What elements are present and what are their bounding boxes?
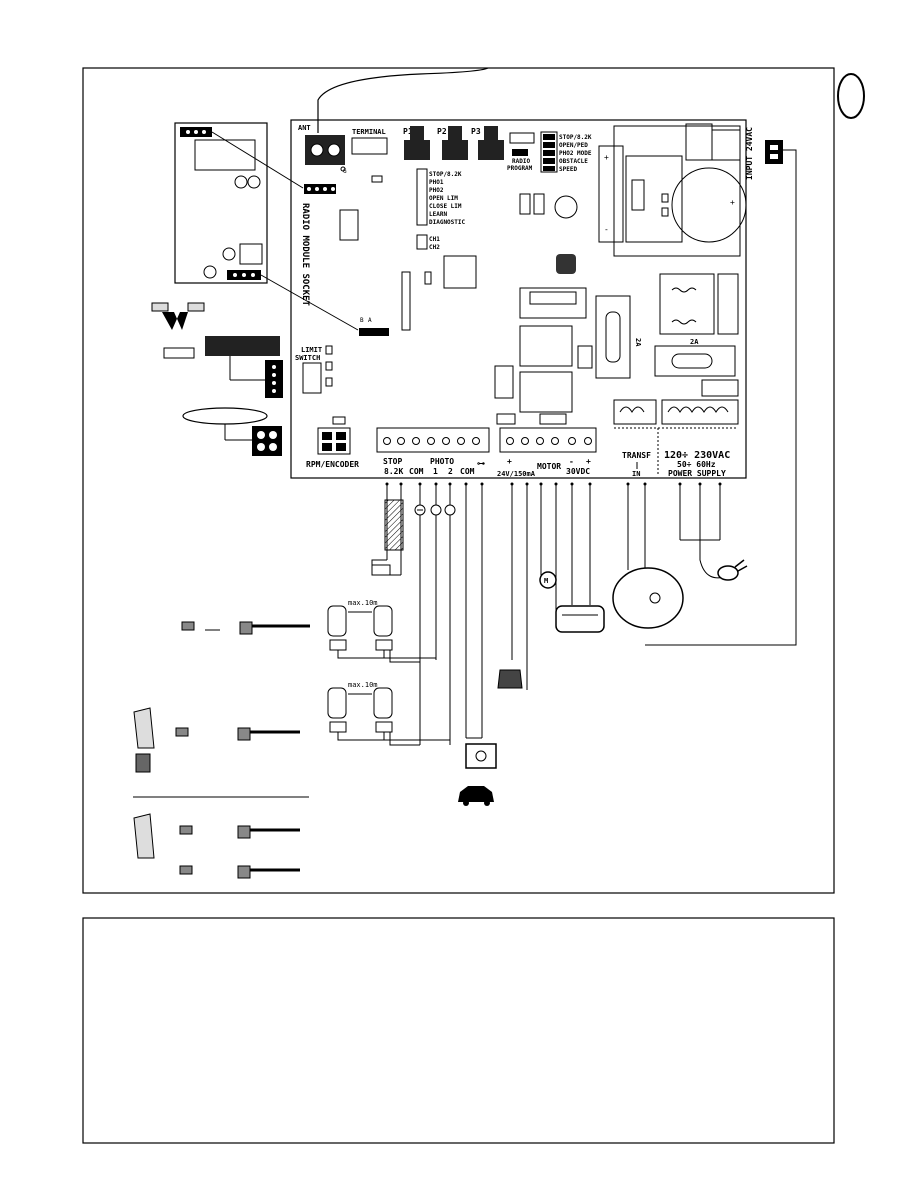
- dip-switch-bank: STOP/8.2K OPEN/PED PHO2 MODE OBSTACLE SP…: [540, 131, 592, 173]
- key-selector-icon: [465, 743, 497, 769]
- power-supply-label: POWER SUPPLY: [668, 469, 726, 478]
- button-p2: P2: [437, 126, 468, 160]
- safety-edge: [384, 499, 404, 551]
- power-plug-icon: [717, 565, 739, 581]
- svg-text:STOP/8.2K: STOP/8.2K: [429, 171, 462, 178]
- rpm-encoder-label: RPM/ENCODER: [306, 460, 359, 469]
- input-24vac-label: INPUT 24VAC: [745, 127, 754, 180]
- photo2-label: 2: [448, 467, 453, 476]
- svg-text:LEARN: LEARN: [429, 211, 447, 218]
- button-p3: P3: [471, 126, 504, 160]
- com2-label: COM: [460, 467, 475, 476]
- flashing-lamp-icon: [497, 669, 523, 689]
- transf-label: TRANSF: [622, 451, 651, 460]
- photocell-pair-2: max.10m: [327, 681, 450, 746]
- input-24vac-connector: [765, 140, 783, 164]
- svg-text:M: M: [544, 577, 548, 585]
- svg-text:+: +: [586, 457, 591, 466]
- voltage-label: 120÷ 230VAC: [664, 450, 730, 461]
- svg-text:CLOSE LIM: CLOSE LIM: [429, 203, 462, 210]
- svg-text:+: +: [604, 153, 609, 162]
- terminal-block: [351, 137, 388, 155]
- terminal-label: TERMINAL: [352, 128, 386, 136]
- transformer-icon: [612, 567, 684, 629]
- svg-text:PHO1: PHO1: [429, 179, 444, 186]
- svg-text:+: +: [507, 457, 512, 466]
- lamp-label: 24V/150mA: [497, 470, 536, 478]
- svg-text:-: -: [604, 225, 609, 234]
- svg-text:2A: 2A: [690, 338, 699, 346]
- car-icon: [458, 786, 494, 802]
- motor-icon: [539, 571, 557, 589]
- radio-module-socket-label: RADIO MODULE SOCKET: [300, 203, 310, 307]
- svg-text:P3: P3: [471, 127, 481, 136]
- svg-text:G: G: [343, 168, 347, 175]
- svg-text:PHO2: PHO2: [429, 187, 444, 194]
- jumper-diagram-1: [181, 621, 310, 635]
- frequency-label: 50÷ 60Hz: [677, 460, 716, 469]
- limit-switch-accessory: [151, 302, 283, 398]
- capacitor: [671, 167, 747, 243]
- rpm-encoder-connector: [317, 427, 351, 455]
- svg-text:max.10m: max.10m: [348, 681, 378, 689]
- svg-text:OPEN/PED: OPEN/PED: [559, 142, 588, 149]
- jumper-diagram-3: [179, 825, 300, 879]
- svg-text:CH2: CH2: [429, 244, 440, 251]
- svg-text:2A: 2A: [634, 338, 642, 347]
- svg-text:OPEN LIM: OPEN LIM: [429, 195, 458, 202]
- stop-photo-terminal-block: [376, 427, 490, 453]
- svg-text:P1: P1: [403, 127, 413, 136]
- antenna-wire: [317, 67, 489, 133]
- encoder-module: [555, 605, 605, 633]
- radio-receiver-card: [174, 122, 268, 284]
- svg-text:PHO2 MODE: PHO2 MODE: [559, 150, 592, 157]
- control-board: [290, 119, 747, 479]
- svg-text:STOP/8.2K: STOP/8.2K: [559, 134, 592, 141]
- svg-text:B: B: [360, 317, 364, 324]
- svg-text:SWITCH: SWITCH: [295, 354, 320, 362]
- svg-text:CH1: CH1: [429, 236, 440, 243]
- in-label: IN: [632, 470, 640, 478]
- language-tab: [837, 73, 865, 119]
- photo-label: PHOTO: [430, 457, 454, 466]
- svg-text:SPEED: SPEED: [559, 166, 577, 173]
- limit-switch-connector: [302, 362, 322, 394]
- jumper-diagram-2: [175, 727, 300, 741]
- button-p1: P1: [403, 126, 430, 160]
- stop-label: STOP: [383, 457, 402, 466]
- motor-terminal-block: [499, 427, 597, 453]
- svg-text:A: A: [368, 317, 372, 324]
- antenna-label: ANT: [298, 124, 311, 132]
- radio-module-icon-1: [133, 707, 155, 749]
- radio-program-label: RADIO: [512, 158, 530, 165]
- svg-text:+: +: [730, 198, 735, 207]
- bottom-panel-frame: [82, 917, 835, 1144]
- r82k-label: 8.2K: [384, 467, 403, 476]
- photo1-label: 1: [433, 467, 438, 476]
- radio-module-icon-2: [133, 813, 155, 859]
- svg-text:P2: P2: [437, 127, 447, 136]
- motor-label: MOTOR: [537, 462, 561, 471]
- svg-text:-: -: [569, 457, 574, 466]
- encoder-disk: [182, 407, 282, 456]
- limit-switch-label: LIMIT: [301, 346, 322, 354]
- top-panel-frame: [82, 67, 835, 894]
- vdc-label: 30VDC: [566, 467, 590, 476]
- key-icon: ⊶: [477, 459, 485, 468]
- svg-text:OBSTACLE: OBSTACLE: [559, 158, 588, 165]
- svg-text:PROGRAM: PROGRAM: [507, 165, 533, 172]
- led-list: STOP/8.2K PHO1 PHO2 OPEN LIM CLOSE LIM L…: [416, 168, 466, 251]
- svg-text:DIAGNOSTIC: DIAGNOSTIC: [429, 219, 466, 226]
- photocell-pair-1: max.10m: [327, 599, 436, 663]
- radio-header: G: [304, 166, 347, 194]
- svg-text:max.10m: max.10m: [348, 599, 378, 607]
- com-label: COM: [409, 467, 424, 476]
